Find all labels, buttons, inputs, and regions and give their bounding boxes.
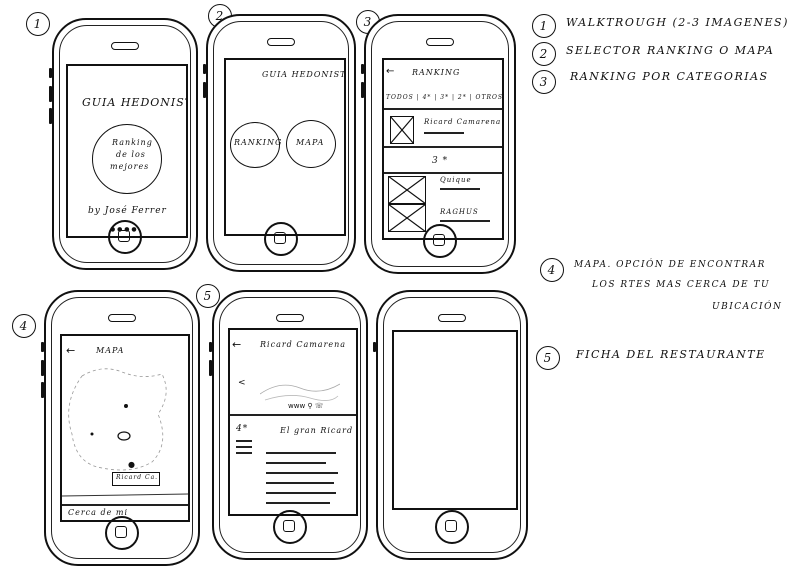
- walkthrough-title: GUIA HEDONISTA: [82, 96, 186, 109]
- restaurant-name: El gran Ricard: [280, 426, 354, 435]
- map-area[interactable]: [62, 364, 188, 504]
- contact-icons[interactable]: www ⚲ ☏: [288, 402, 324, 410]
- placeholder-x-icon: [388, 204, 426, 232]
- back-arrow-icon[interactable]: ←: [386, 66, 395, 77]
- phone-frame-selector: GUIA HEDONISTA RANKING MAPA: [203, 14, 356, 272]
- screen-restaurant-detail: ← Ricard Camarena < www ⚲ ☏ 4* El gran R…: [228, 328, 358, 516]
- speaker-slot: [111, 42, 139, 50]
- note-selector: SELECTOR RANKING O MAPA: [566, 44, 775, 57]
- back-arrow-icon[interactable]: ←: [232, 338, 242, 351]
- home-button[interactable]: [273, 510, 307, 544]
- note-ranking: RANKING POR CATEGORIAS: [570, 70, 769, 83]
- placeholder-x-icon: [390, 116, 414, 144]
- photo-gallery-sketch: [260, 383, 340, 401]
- note-number-2: 2: [532, 42, 556, 66]
- step-number-1: 1: [26, 12, 50, 36]
- back-arrow-icon[interactable]: ←: [66, 344, 76, 357]
- restaurant-thumbnail: [388, 204, 426, 232]
- restaurant-title: Ricard Camarena: [260, 340, 347, 349]
- speaker-slot: [438, 314, 466, 322]
- near-me-button[interactable]: Cerca de mi: [68, 508, 129, 517]
- speaker-slot: [276, 314, 304, 322]
- ranking-button[interactable]: [230, 122, 280, 168]
- placeholder-x-icon: [388, 176, 426, 204]
- step-number-4: 4: [12, 314, 36, 338]
- screen-map: ← MAPA ● Ricard Ca. Cerca de mi: [60, 334, 190, 522]
- gallery-prev-icon[interactable]: <: [238, 378, 246, 388]
- restaurant-thumbnail: [388, 176, 426, 204]
- phone-frame-restaurant-detail: ← Ricard Camarena < www ⚲ ☏ 4* El gran R…: [209, 290, 368, 560]
- map-pin-icon[interactable]: ●: [128, 460, 135, 469]
- speaker-slot: [426, 38, 454, 46]
- note-number-4: 4: [540, 258, 564, 282]
- home-button[interactable]: [435, 510, 469, 544]
- ranking-item-name[interactable]: Ricard Camarena: [424, 118, 502, 126]
- walkthrough-circle[interactable]: [92, 124, 162, 194]
- phone-frame-ranking: ← RANKING TODOS | 4* | 3* | 2* | OTROS R…: [361, 14, 516, 274]
- note-map-line2: LOS RTES MAS CERCA DE TU: [592, 280, 771, 290]
- screen-selector: GUIA HEDONISTA RANKING MAPA: [224, 58, 346, 236]
- home-button[interactable]: [423, 224, 457, 258]
- step-number-5: 5: [196, 284, 220, 308]
- home-button[interactable]: [105, 516, 139, 550]
- ranking-item-name[interactable]: Quique: [440, 176, 472, 184]
- map-pin-callout[interactable]: [112, 472, 160, 486]
- ranking-section-header: 3 *: [432, 156, 449, 166]
- walkthrough-byline: by José Ferrer: [88, 206, 167, 216]
- ranking-item-name[interactable]: RAGHUS: [440, 208, 479, 216]
- speaker-slot: [108, 314, 136, 322]
- note-number-5: 5: [536, 346, 560, 370]
- home-button[interactable]: [108, 220, 142, 254]
- note-map-line1: MAPA. OPCIÓN DE ENCONTRAR: [574, 260, 766, 270]
- note-number-3: 3: [532, 70, 556, 94]
- note-map-line3: UBICACIÓN: [712, 302, 783, 312]
- note-restaurant-detail: FICHA DEL RESTAURANTE: [576, 348, 766, 361]
- screen-walkthrough: GUIA HEDONISTA Ranking de los mejores by…: [66, 64, 188, 238]
- mapa-button[interactable]: [286, 120, 336, 168]
- phone-frame-map: ← MAPA ● Ricard Ca. Cerca de mi: [41, 290, 200, 566]
- screen-ranking: ← RANKING TODOS | 4* | 3* | 2* | OTROS R…: [382, 58, 504, 240]
- note-walkthrough: WALKTROUGH (2-3 IMAGENES): [566, 16, 789, 29]
- ranking-filter-tabs[interactable]: TODOS | 4* | 3* | 2* | OTROS: [386, 94, 504, 101]
- selector-title: GUIA HEDONISTA: [262, 70, 346, 79]
- note-number-1: 1: [532, 14, 556, 38]
- rating-stars: 4*: [236, 424, 249, 434]
- phone-frame-blank: [373, 290, 528, 560]
- restaurant-thumbnail: [390, 116, 414, 144]
- ranking-title: RANKING: [412, 68, 461, 77]
- home-button[interactable]: [264, 222, 298, 256]
- map-title: MAPA: [96, 346, 125, 355]
- phone-frame-walkthrough: GUIA HEDONISTA Ranking de los mejores by…: [49, 18, 198, 270]
- screen-blank: [392, 330, 518, 510]
- speaker-slot: [267, 38, 295, 46]
